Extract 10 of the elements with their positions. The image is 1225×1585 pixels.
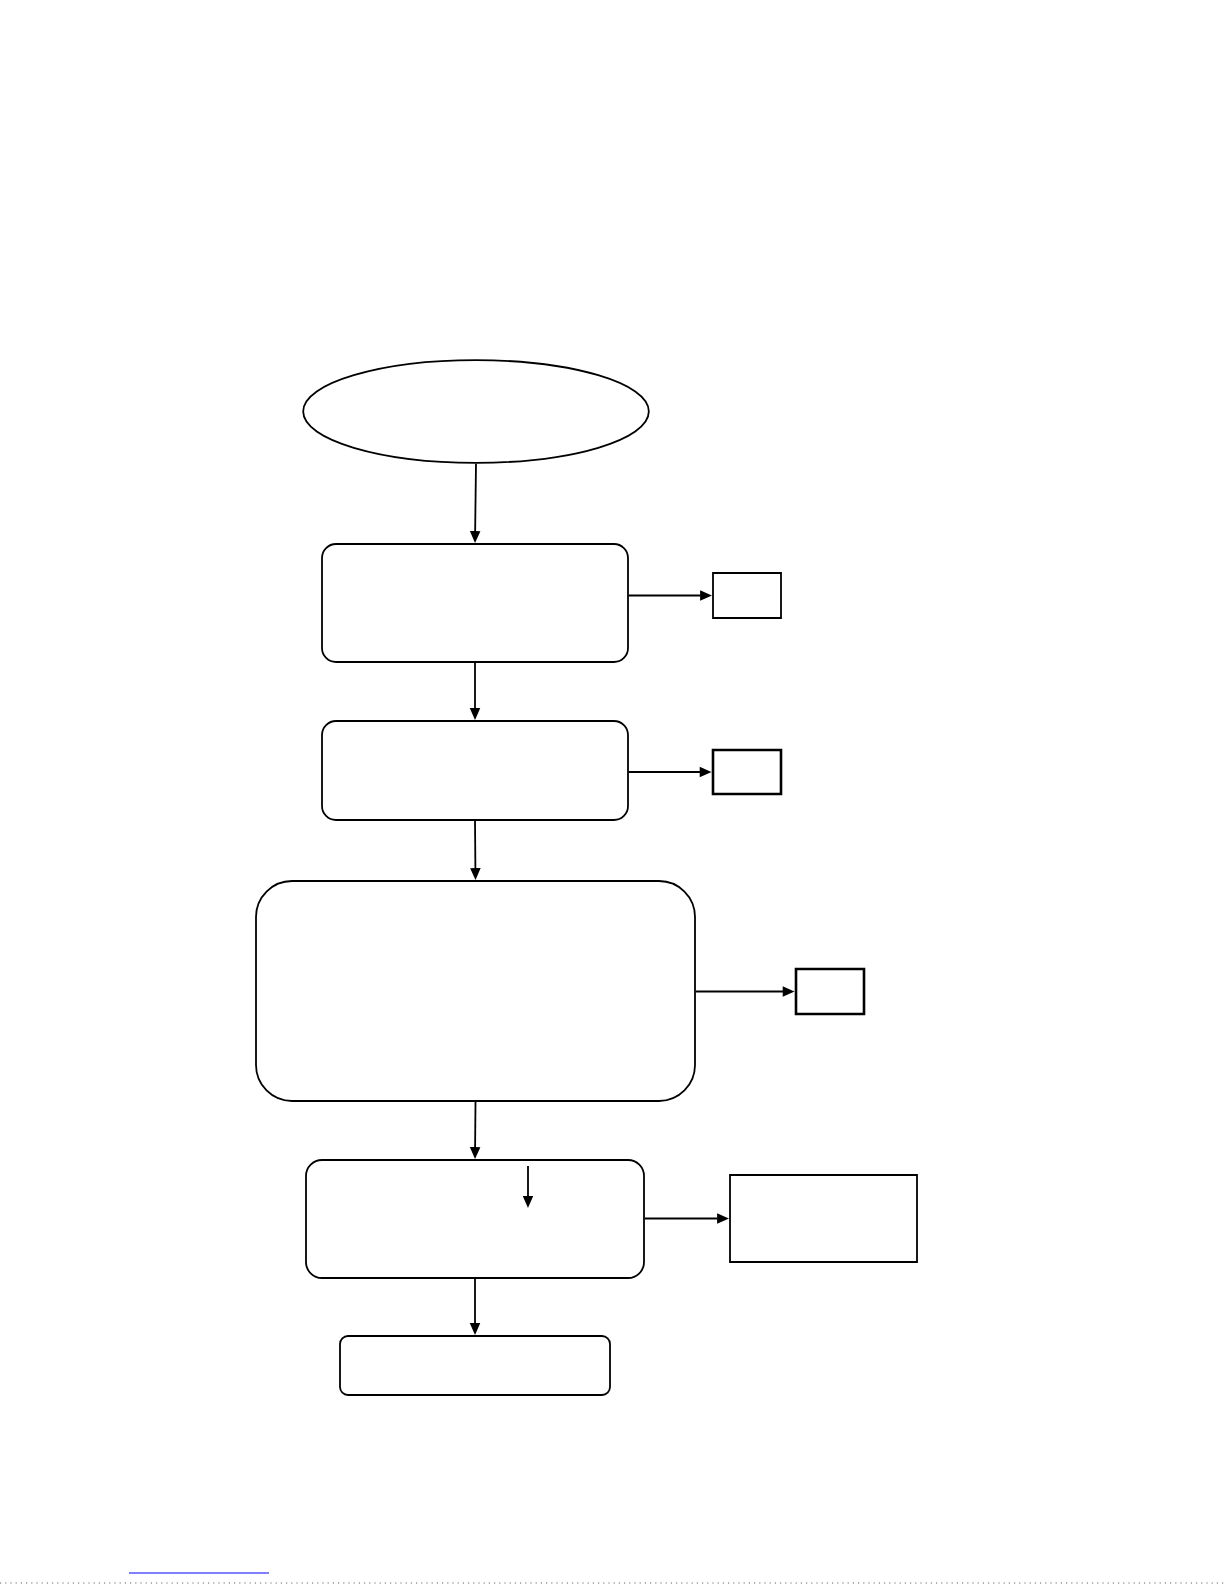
process-box: [794, 967, 866, 1016]
process-box: [711, 748, 783, 796]
process-box: [712, 572, 782, 619]
process-box: [321, 543, 629, 663]
process-box: [729, 1174, 918, 1263]
start-ellipse: [302, 359, 650, 464]
process-box: [305, 1159, 645, 1279]
process-box: [339, 1335, 611, 1396]
process-box: [321, 720, 629, 821]
process-box: [255, 880, 696, 1102]
